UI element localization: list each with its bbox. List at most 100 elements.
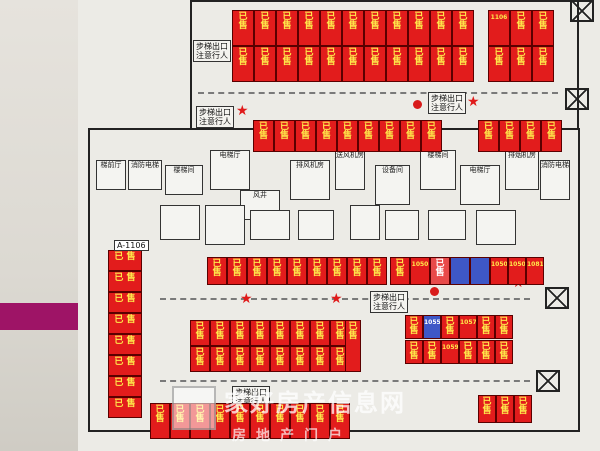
parking-stall: 已售 [441, 315, 459, 339]
parking-stall: 已售 [495, 315, 513, 339]
parking-stall: 已售 [478, 395, 496, 423]
parking-stall: 已售 [499, 120, 520, 152]
room: 设备间 [375, 165, 410, 205]
parking-stall: 已售 [532, 46, 554, 82]
room [298, 210, 334, 240]
parking-stall: 1050 [490, 257, 508, 285]
parking-stall: 已售 [532, 10, 554, 46]
parking-stall: 已售 [270, 403, 290, 439]
parking-stall: 已售 [290, 320, 310, 346]
parking-stall: 已售 [405, 315, 423, 339]
parking-stall: 已售 [298, 10, 320, 46]
stair-exit-label: 步梯出口注意行人 [193, 40, 231, 62]
parking-stall: 1106 [488, 10, 510, 46]
parking-stall: 已售 [520, 120, 541, 152]
parking-stall: 已售 [274, 120, 295, 152]
parking-stall: 已售 [327, 257, 347, 285]
parking-stall: 1057 [459, 315, 477, 339]
shaft-box [536, 370, 560, 392]
parking-stall: 已售 [408, 10, 430, 46]
driveway-line [160, 298, 530, 300]
parking-stall: 已售 [247, 257, 267, 285]
parking-stall: 已售 [232, 10, 254, 46]
parking-stall: 已售 [541, 120, 562, 152]
parking-stall: 1050 [508, 257, 526, 285]
parking-stall: 已售 [405, 340, 423, 364]
room [250, 210, 290, 240]
parking-stall: 已售 [514, 395, 532, 423]
parking-stall: 已售 [290, 346, 310, 372]
parking-stall: 已售 [345, 320, 361, 372]
parking-stall: 已售 [230, 320, 250, 346]
parking-stall: 已售 [337, 120, 358, 152]
driveway-line [198, 92, 558, 94]
room: 梯前厅 [96, 160, 126, 190]
parking-stall: 已售 [364, 46, 386, 82]
marker-dot [430, 287, 439, 296]
stair-exit-label: 步梯出口注意行人 [428, 92, 466, 114]
parking-stall: 已售 [320, 46, 342, 82]
room: 电梯厅 [210, 150, 250, 190]
parking-stall: 已售 [452, 46, 474, 82]
shaft-box [545, 287, 569, 309]
parking-stall: 已售 [510, 10, 532, 46]
room [160, 205, 200, 240]
parking-stall: 已售 [459, 340, 477, 364]
parking-stall: 已售 [295, 120, 316, 152]
star-marker: ★ [236, 103, 249, 119]
parking-stall: 已售 [386, 10, 408, 46]
parking-stall: 已售 [298, 46, 320, 82]
parking-stall: 已售 [307, 257, 327, 285]
block-label: A-1106 [114, 240, 149, 251]
parking-stall: 已售 [342, 46, 364, 82]
parking-stall: 已售 [150, 403, 170, 439]
room: 排风机房 [290, 160, 330, 200]
parking-stall: 已售 [430, 46, 452, 82]
parking-stall: 已售 [290, 403, 310, 439]
room: 楼梯间 [420, 150, 456, 190]
parking-stall: 已售 [230, 403, 250, 439]
room [205, 205, 245, 245]
parking-stall: 已售 [232, 46, 254, 82]
parking-stall: 1059 [441, 340, 459, 364]
room: 消防电梯 [128, 160, 162, 190]
parking-stall: 已售 [423, 340, 441, 364]
parking-stall: 已售 [430, 10, 452, 46]
parking-stall: 已售 [478, 120, 499, 152]
parking-stall: 已 售 [108, 250, 142, 271]
parking-stall: 已售 [408, 46, 430, 82]
parking-stall: 已售 [386, 46, 408, 82]
parking-stall: 已售 [310, 346, 330, 372]
room: 排烟机房 [505, 150, 539, 190]
room: 送风机房 [335, 150, 365, 190]
star-marker: ★ [467, 94, 480, 110]
parking-stall [450, 257, 470, 285]
room [385, 210, 419, 240]
parking-stall: 已售 [477, 340, 495, 364]
driveway-line [160, 380, 530, 382]
watermark-logo [172, 386, 216, 430]
parking-stall: 已售 [452, 10, 474, 46]
star-marker: ★ [240, 291, 253, 307]
parking-stall: 已售 [250, 403, 270, 439]
parking-stall: 已 售 [108, 292, 142, 313]
parking-stall: 已售 [267, 257, 287, 285]
parking-stall: 已 售 [108, 397, 142, 418]
parking-stall: 1081 [526, 257, 544, 285]
room: 消防电梯 [540, 160, 570, 200]
parking-stall: 已售 [250, 320, 270, 346]
top-wing-outline [190, 0, 579, 130]
parking-stall: 已售 [488, 46, 510, 82]
star-marker: ★ [330, 291, 343, 307]
parking-stall: 已 售 [108, 313, 142, 334]
marker-dot [413, 100, 422, 109]
parking-stall: 已售 [358, 120, 379, 152]
parking-stall: 已售 [207, 257, 227, 285]
parking-stall: 1055 [423, 315, 441, 339]
parking-stall: 已售 [253, 120, 274, 152]
parking-stall: 已 售 [108, 376, 142, 397]
room [476, 210, 516, 245]
room: 电梯厅 [460, 165, 500, 205]
magenta-strip [0, 303, 78, 330]
